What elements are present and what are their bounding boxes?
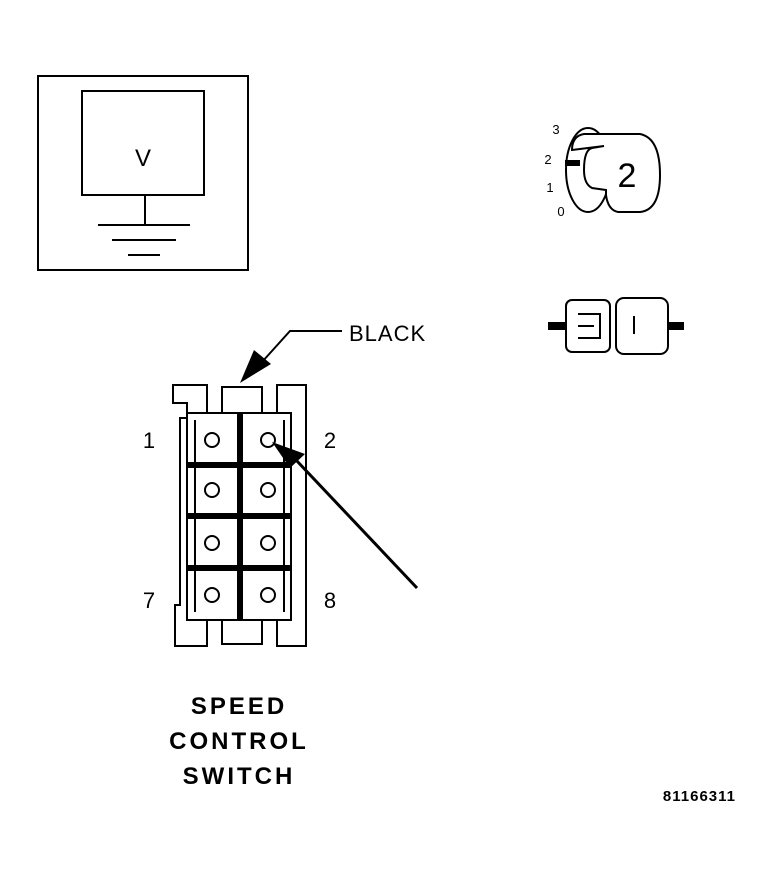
- cavity-8: [260, 587, 276, 603]
- probe-arrow: [272, 442, 419, 590]
- knob-position-1: 1: [546, 180, 553, 195]
- caption-line-3: SWITCH: [183, 763, 296, 790]
- cavity-7: [204, 587, 220, 603]
- connector-face: 1 2 7 8: [143, 384, 336, 647]
- pin-label-2: 2: [324, 428, 336, 453]
- pin-label-8: 8: [324, 588, 336, 613]
- cavity-1: [204, 432, 220, 448]
- pin-label-1: 1: [143, 428, 155, 453]
- voltmeter-symbol: V: [135, 145, 151, 172]
- color-label-callout: BLACK: [240, 321, 426, 383]
- knob-position-3: 3: [552, 122, 559, 137]
- cavity-3: [204, 482, 220, 498]
- caption-line-2: CONTROL: [169, 728, 309, 755]
- cavity-2: [260, 432, 276, 448]
- voltmeter-frame: [37, 75, 249, 271]
- connector-caption: SPEED CONTROL SWITCH: [169, 693, 309, 790]
- knob-selected-value: 2: [618, 157, 637, 195]
- knob-position-0: 0: [557, 204, 564, 219]
- probe-arrow-head: [272, 442, 305, 468]
- voltmeter-display: [81, 90, 205, 196]
- cavity-6: [260, 535, 276, 551]
- figure-id: 81166311: [663, 788, 736, 805]
- probe-female-half: [615, 297, 669, 355]
- cavity-5: [204, 535, 220, 551]
- knob-position-2: 2: [544, 152, 551, 167]
- knob-grip: [570, 133, 662, 213]
- voltmeter-icon: V: [37, 75, 249, 271]
- pin-label-7: 7: [143, 588, 155, 613]
- selector-knob-icon: 3 2 1 0 2: [544, 122, 662, 219]
- connector-color-label: BLACK: [349, 321, 426, 346]
- arrow-head: [240, 350, 271, 383]
- cavity-4: [260, 482, 276, 498]
- probe-connector-icon: [548, 297, 684, 355]
- caption-line-1: SPEED: [191, 693, 287, 720]
